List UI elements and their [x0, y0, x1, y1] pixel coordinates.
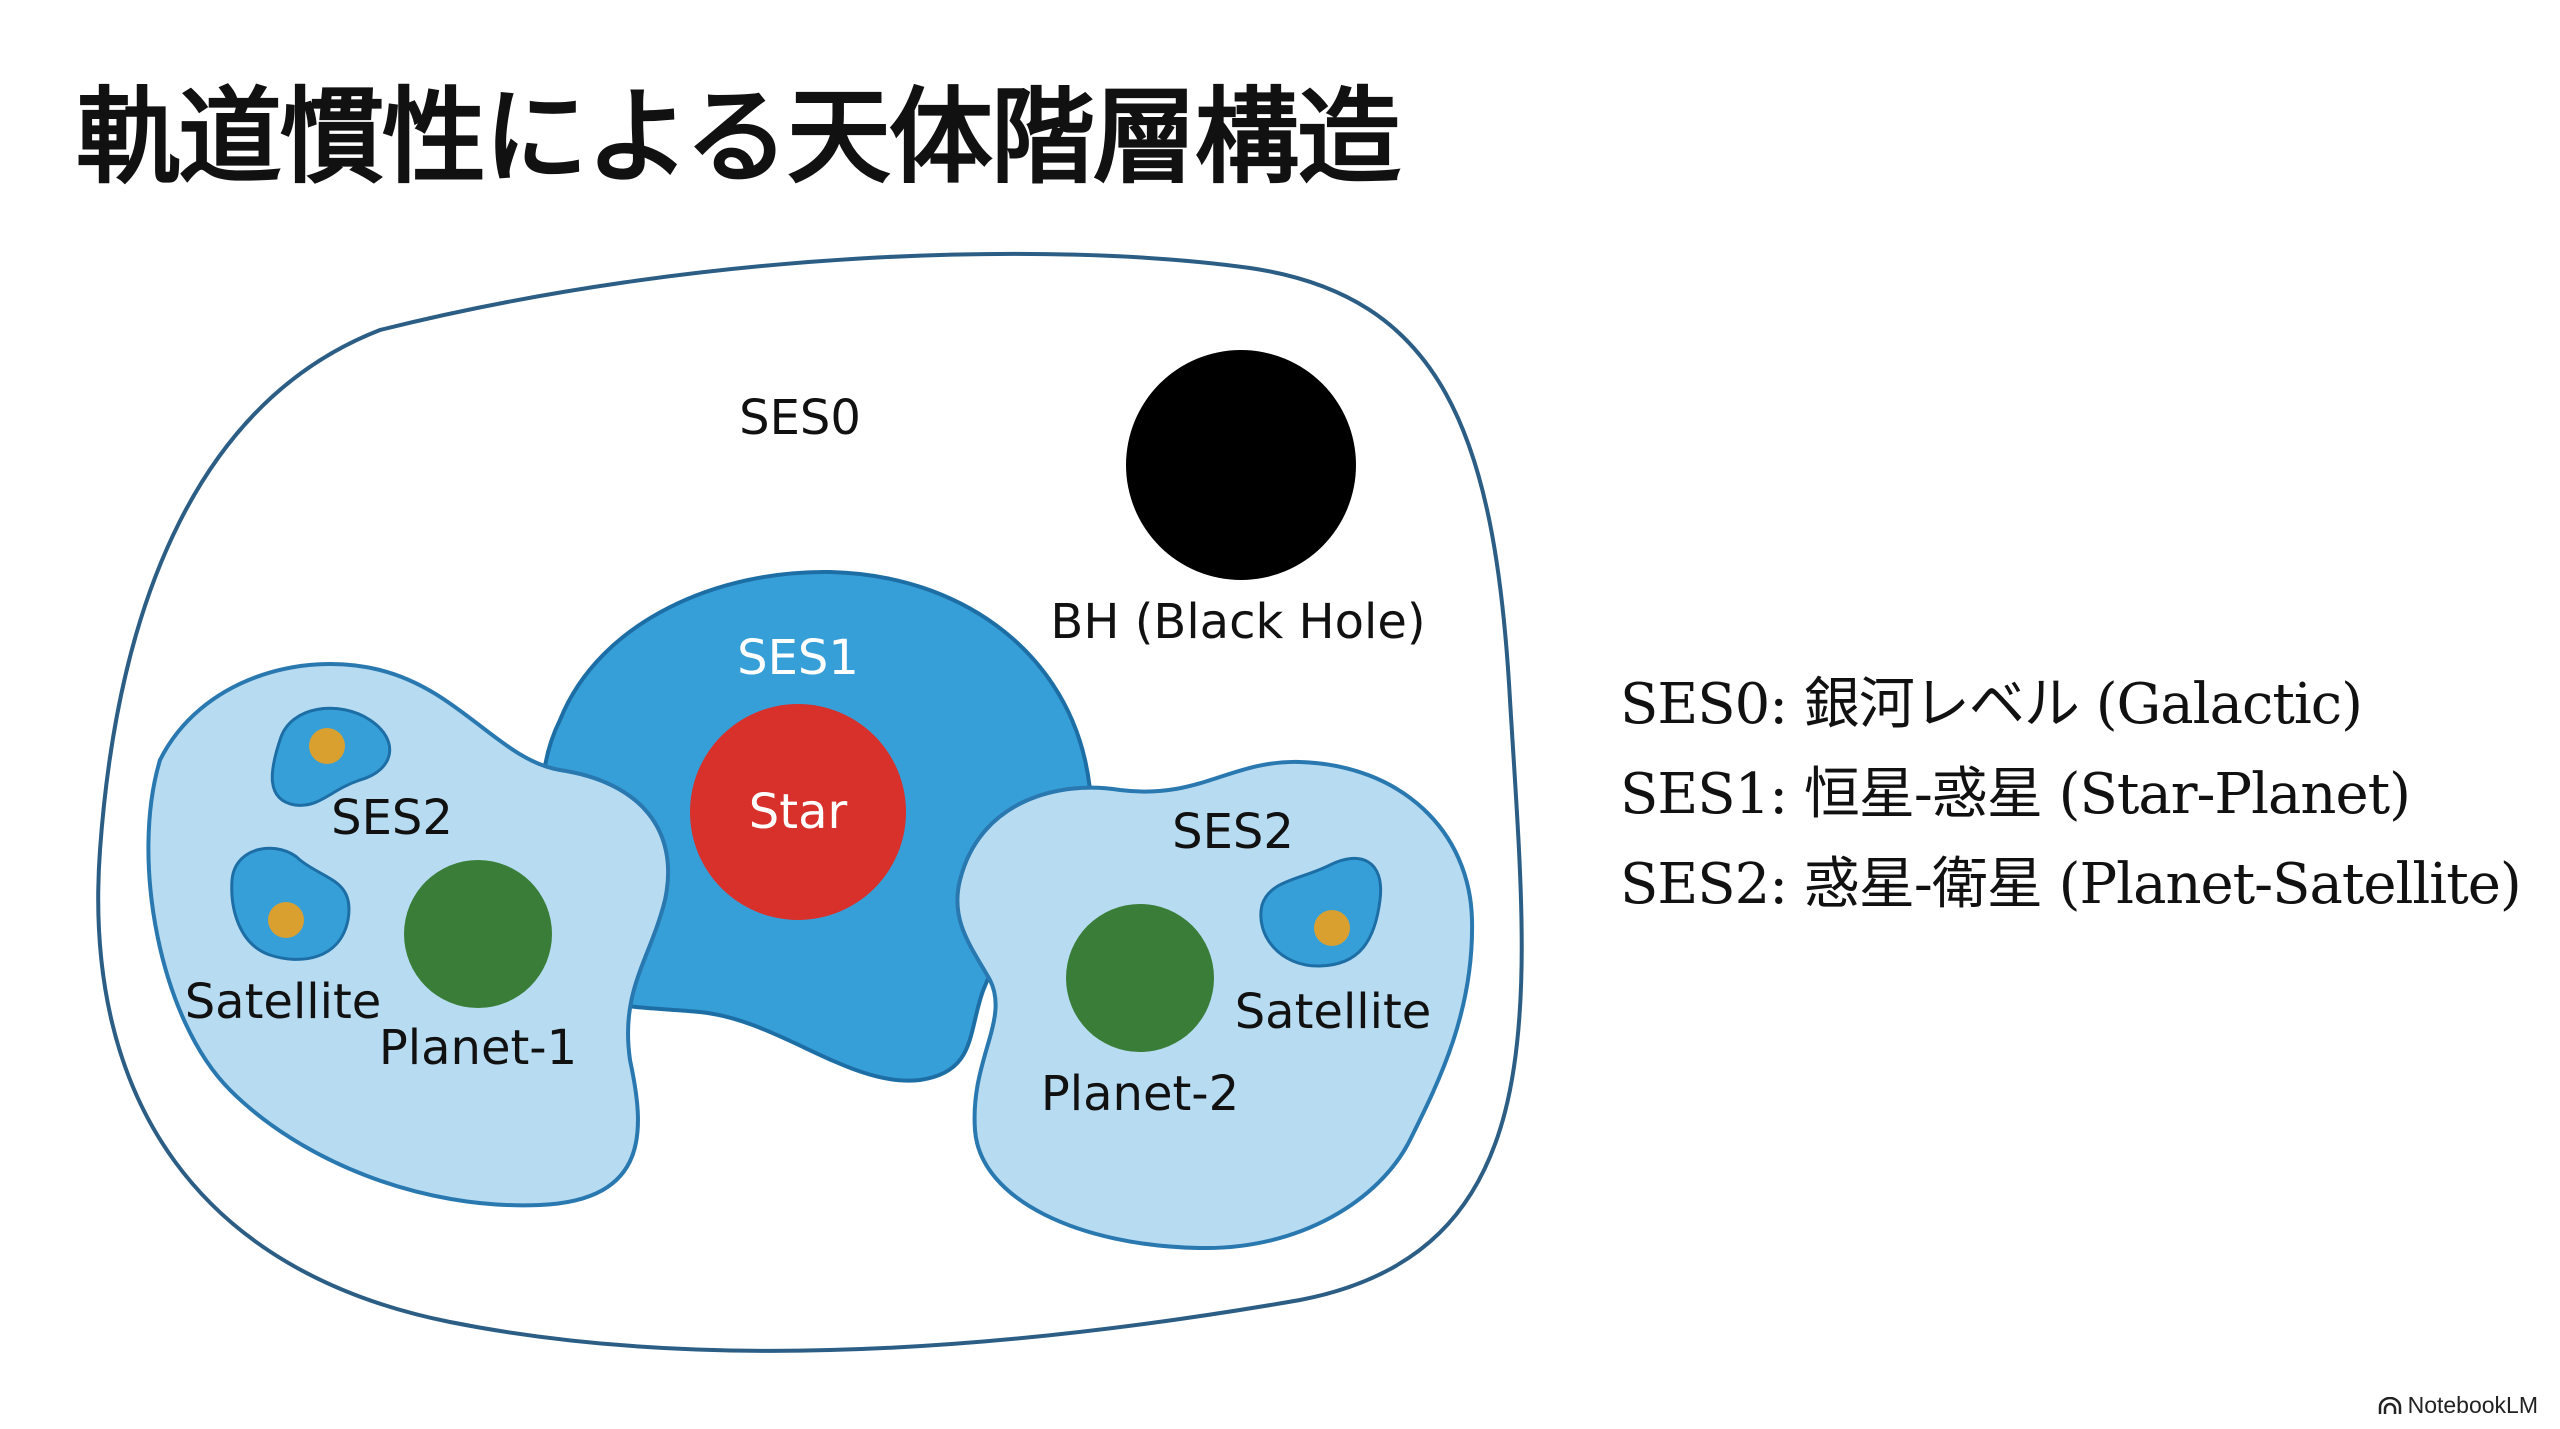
legend-item-ses1: SES1: 恒星-惑星 (Star-Planet) [1620, 762, 2411, 827]
satellite-left-bottom [268, 902, 304, 938]
notebooklm-logo-icon [2378, 1396, 2401, 1414]
ses2-right-label: SES2 [1172, 804, 1294, 860]
brand-label: NotebookLM [2407, 1392, 2538, 1418]
satellite-left-top [309, 728, 345, 764]
legend-item-ses0: SES0: 銀河レベル (Galactic) [1620, 672, 2363, 737]
satellite-left-label: Satellite [185, 974, 382, 1030]
ses2-left-label: SES2 [331, 790, 453, 846]
legend-item-ses2: SES2: 惑星-衛星 (Planet-Satellite) [1620, 852, 2522, 917]
black-hole [1126, 350, 1356, 580]
brand-watermark: NotebookLM [2378, 1392, 2538, 1419]
page-title: 軌道慣性による天体階層構造 [76, 76, 1401, 198]
ses0-label: SES0 [739, 390, 861, 446]
satellite-right [1314, 910, 1350, 946]
black-hole-label: BH (Black Hole) [1050, 594, 1425, 650]
star-label: Star [749, 784, 848, 840]
star [690, 704, 906, 920]
satellite-orbit-right [1259, 856, 1383, 968]
planet-1 [404, 860, 552, 1008]
legend: SES0: 銀河レベル (Galactic) SES1: 恒星-惑星 (Star… [1620, 660, 2522, 930]
planet-1-label: Planet-1 [379, 1020, 577, 1076]
planet-2-label: Planet-2 [1041, 1066, 1239, 1122]
planet-2 [1066, 904, 1214, 1052]
satellite-right-label: Satellite [1235, 984, 1432, 1040]
ses1-label: SES1 [737, 630, 859, 686]
